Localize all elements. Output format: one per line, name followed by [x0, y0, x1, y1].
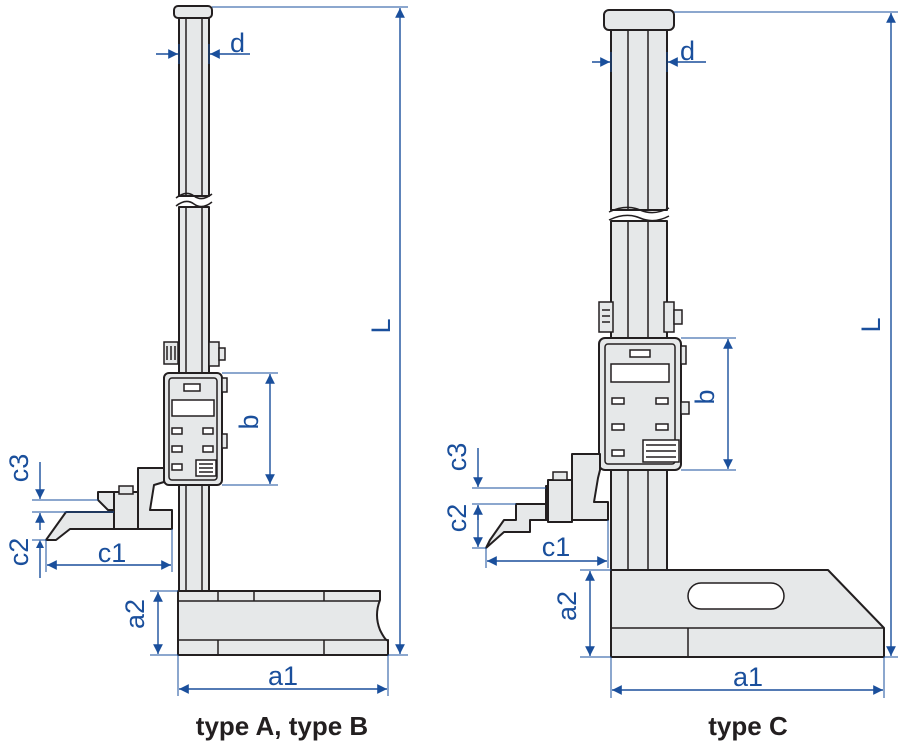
label-c1: c1 [98, 538, 127, 568]
label-c2: c2 [442, 504, 472, 533]
base-c [610, 569, 885, 658]
label-c3: c3 [442, 443, 472, 472]
label-a2: a2 [552, 591, 582, 621]
label-c3: c3 [4, 454, 34, 483]
label-c1: c1 [542, 532, 571, 562]
caption-type-ab: type A, type B [196, 711, 368, 741]
slider-clamp-c [598, 301, 683, 333]
labels-c: L d b c3 c2 c1 a2 a1 type C [442, 36, 886, 741]
gauge-type-c: L d b c3 c2 c1 a2 a1 type C [442, 9, 898, 741]
label-L: L [856, 317, 886, 332]
scriber-ab [45, 467, 173, 541]
display-unit-ab [163, 372, 228, 486]
gauge-type-ab: L d b c3 c2 c1 a2 a1 type A, type B [4, 5, 408, 741]
label-c2: c2 [4, 538, 34, 567]
base-ab [177, 590, 389, 656]
column-c [603, 9, 675, 571]
display-unit-c [598, 337, 690, 471]
label-d: d [680, 36, 695, 66]
label-b: b [690, 389, 720, 404]
caption-type-c: type C [708, 711, 788, 741]
label-L: L [366, 318, 396, 333]
label-a2: a2 [120, 599, 150, 629]
dimensions-c [472, 11, 898, 698]
label-d: d [230, 28, 245, 58]
labels-ab: L d b c3 c2 c1 a2 a1 type A, type B [4, 28, 396, 741]
label-a1: a1 [268, 661, 298, 691]
label-b: b [234, 414, 264, 429]
column-ab [173, 5, 213, 592]
slider-clamp-ab [163, 341, 226, 367]
dimensions-ab [32, 6, 408, 696]
label-a1: a1 [733, 662, 763, 692]
scriber-c [485, 453, 609, 549]
